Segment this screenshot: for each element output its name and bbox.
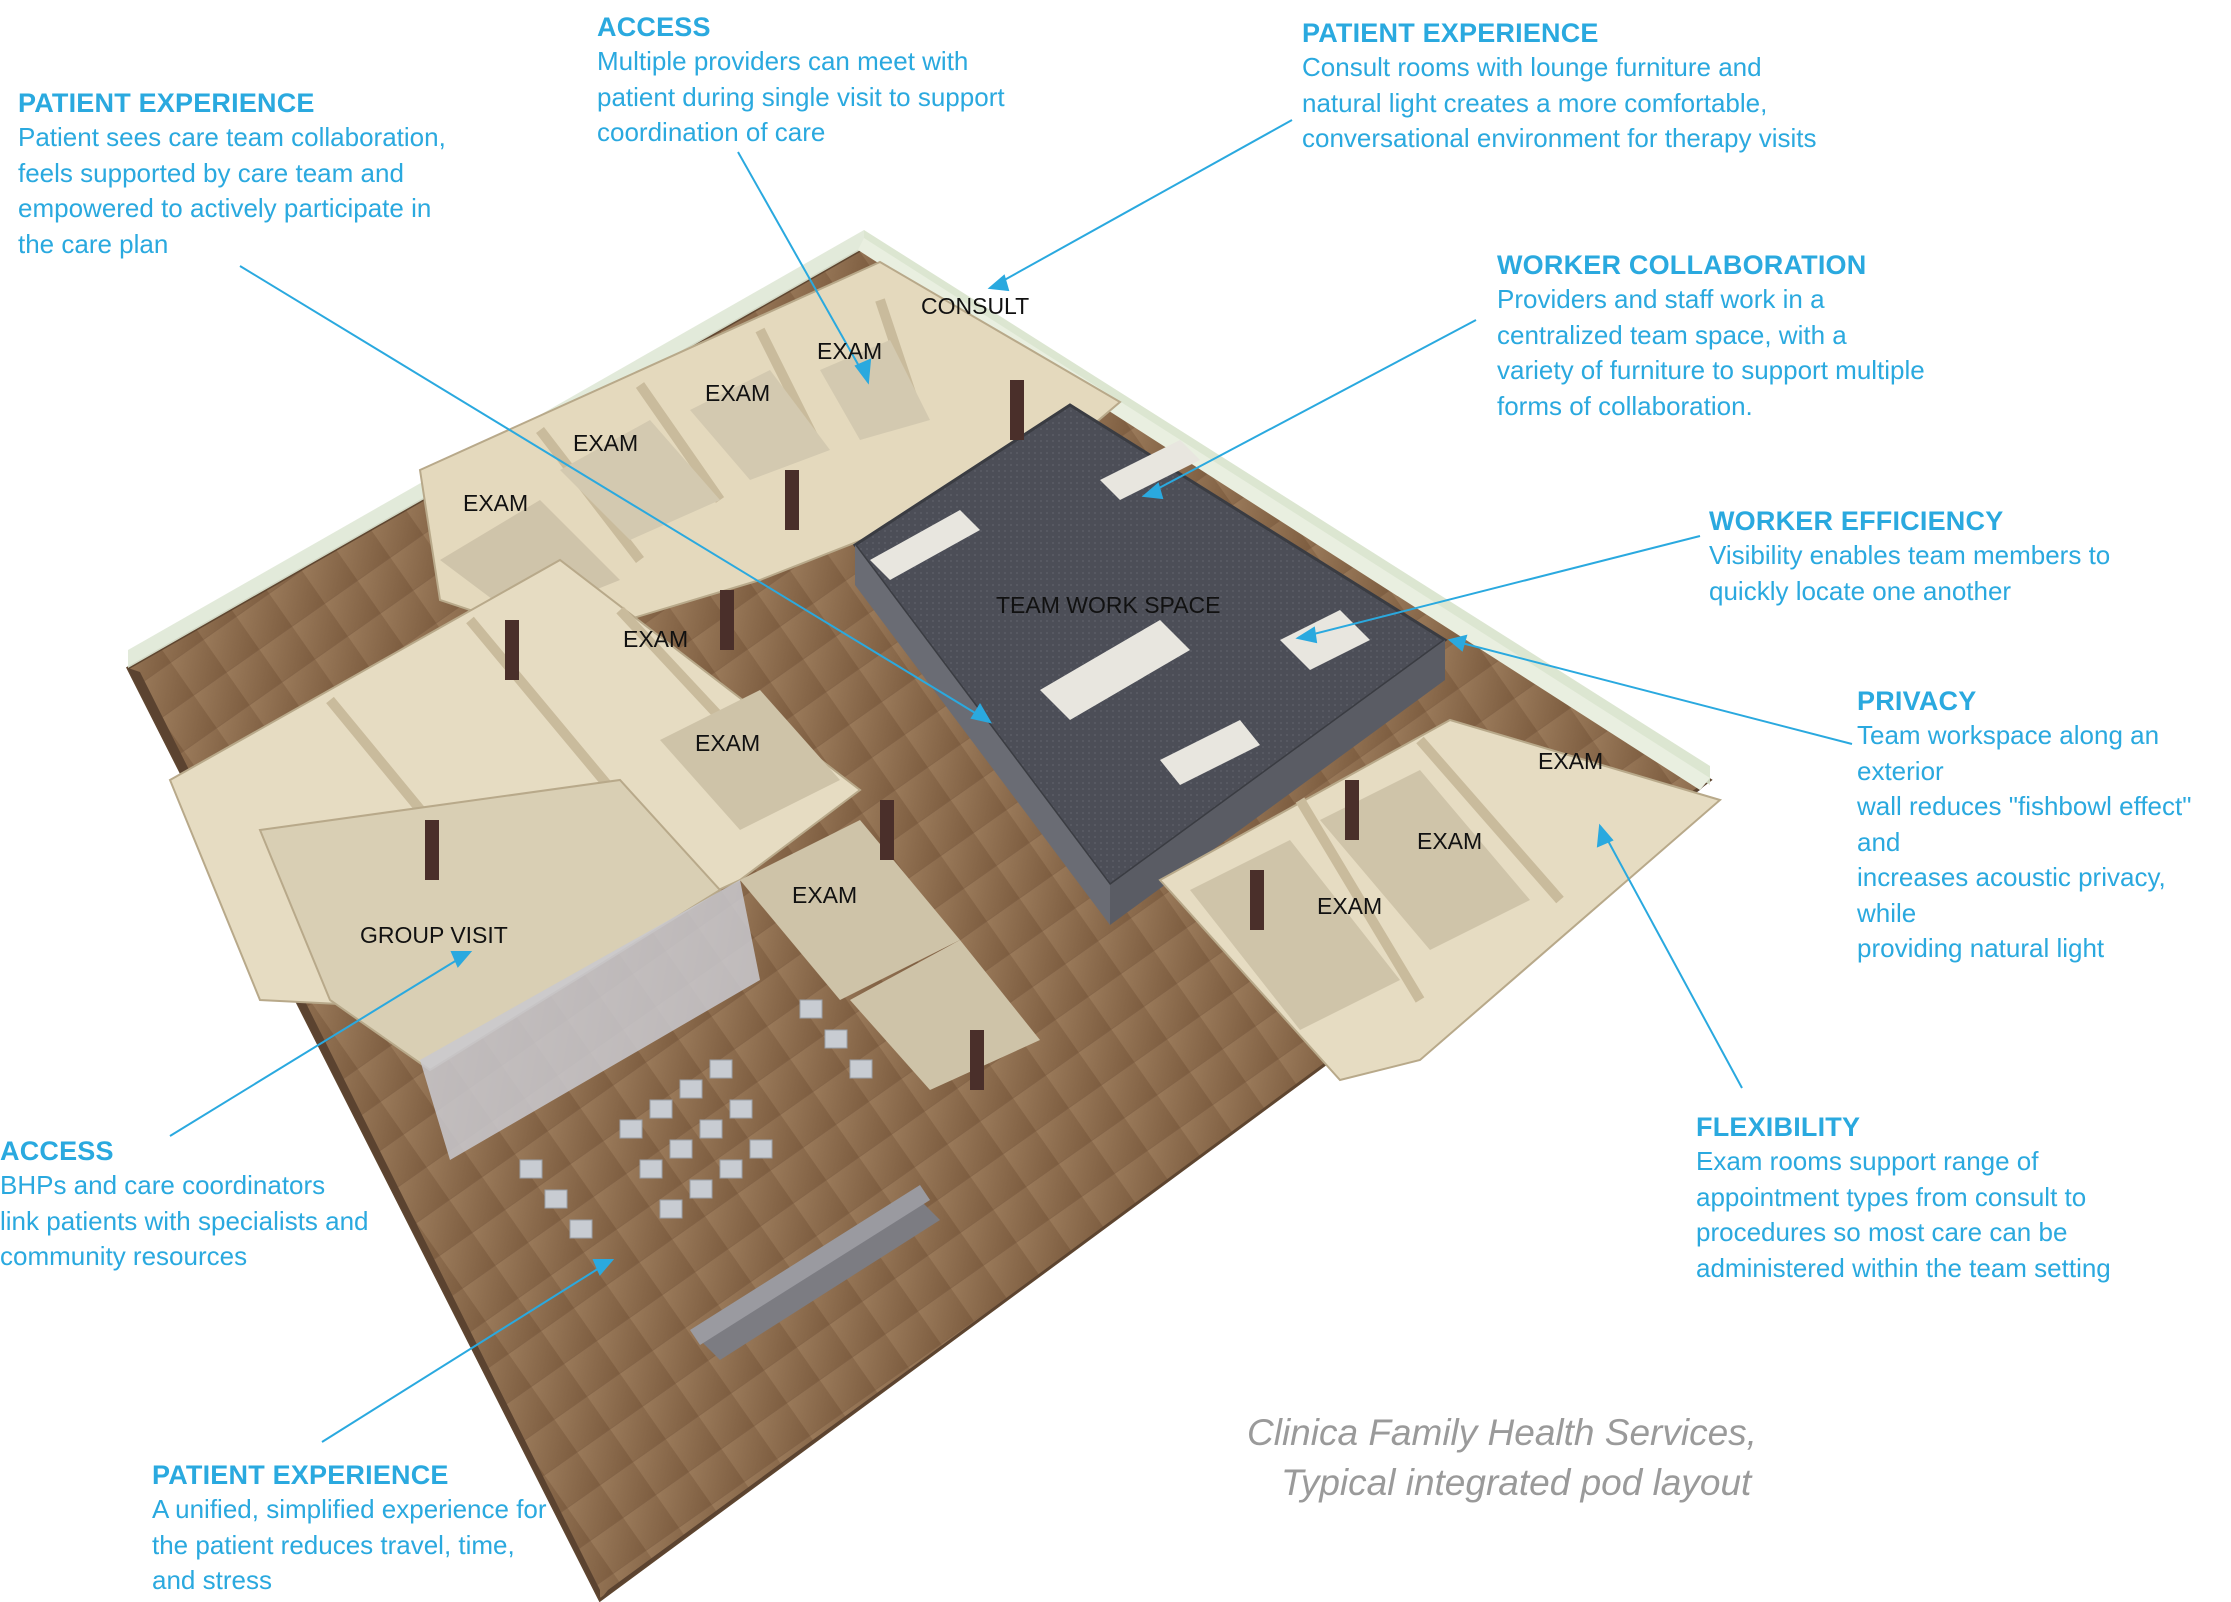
leader-c4-arrow xyxy=(1141,482,1164,500)
room-label-exam: EXAM xyxy=(705,380,771,406)
leader-c6 xyxy=(1449,639,1853,745)
callout-title: WORKER COLLABORATION xyxy=(1497,250,1867,280)
room-label-exam: EXAM xyxy=(1317,893,1383,919)
callout-title: ACCESS xyxy=(0,1136,114,1166)
callout-access-bhps: ACCESS BHPs and care coordinators link p… xyxy=(0,1134,369,1275)
callout-text: Patient sees care team collaboration, fe… xyxy=(18,122,446,259)
callout-worker-efficiency: WORKER EFFICIENCY Visibility enables tea… xyxy=(1709,504,2110,609)
leader-c4 xyxy=(1143,319,1477,497)
callout-worker-collaboration: WORKER COLLABORATION Providers and staff… xyxy=(1497,248,1925,424)
callout-title: ACCESS xyxy=(597,12,711,42)
room-floor xyxy=(1320,770,1530,950)
partition xyxy=(1416,736,1564,904)
leader-c7 xyxy=(1599,825,1743,1089)
leader-c9 xyxy=(321,1259,613,1443)
callout-flexibility: FLEXIBILITY Exam rooms support range of … xyxy=(1696,1110,2111,1286)
callout-title: PRIVACY xyxy=(1857,686,1977,716)
callout-privacy: PRIVACY Team workspace along an exterior… xyxy=(1857,684,2231,967)
room-floor xyxy=(660,690,840,830)
waiting-area-wall xyxy=(420,880,760,1160)
callout-text: Visibility enables team members to quick… xyxy=(1709,540,2111,606)
leader-c3 xyxy=(989,119,1293,289)
team-desk xyxy=(870,510,980,580)
leader-c6-arrow xyxy=(1447,634,1468,652)
callout-text: Multiple providers can meet with patient… xyxy=(597,46,1005,147)
room-label-exam: EXAM xyxy=(573,430,639,456)
leader-c8-arrow xyxy=(450,951,473,968)
team-wall-left xyxy=(855,545,1110,925)
caption-line-2: Typical integrated pod layout xyxy=(1281,1462,1752,1503)
partition xyxy=(466,616,624,804)
callout-title: FLEXIBILITY xyxy=(1696,1112,1861,1142)
room-label-consult: CONSULT xyxy=(921,293,1030,319)
room-floor xyxy=(820,340,930,440)
leader-c5-arrow xyxy=(1295,626,1318,644)
callout-text: Team workspace along an exterior wall re… xyxy=(1857,720,2192,963)
callout-leader-lines xyxy=(169,119,1853,1443)
callout-title: PATIENT EXPERIENCE xyxy=(18,88,315,118)
team-wall-front xyxy=(1110,640,1445,925)
reception-counter xyxy=(700,1200,940,1360)
callout-patient-experience-consult: PATIENT EXPERIENCE Consult rooms with lo… xyxy=(1302,16,1816,157)
waiting-chairs xyxy=(519,999,873,1239)
room-label-exam: EXAM xyxy=(1417,828,1483,854)
room-floor xyxy=(690,370,830,480)
leader-c3-arrow xyxy=(987,274,1010,292)
partition xyxy=(635,382,725,503)
room-label-exam: EXAM xyxy=(463,490,529,516)
callout-patient-experience-care-team: PATIENT EXPERIENCE Patient sees care tea… xyxy=(18,86,446,262)
room-floor xyxy=(850,940,1040,1090)
room-floor xyxy=(740,820,960,1000)
leader-c2 xyxy=(737,151,869,383)
room-label-exam: EXAM xyxy=(695,730,761,756)
caption-line-1: Clinica Family Health Services, xyxy=(1247,1412,1757,1453)
leader-c8 xyxy=(169,951,471,1137)
room-label-exam: EXAM xyxy=(1538,748,1604,774)
callout-text: BHPs and care coordinators link patients… xyxy=(0,1170,369,1271)
leader-c1-arrow xyxy=(970,703,993,724)
leader-c2-arrow xyxy=(854,358,872,385)
room-label-exam: EXAM xyxy=(817,338,883,364)
leader-c9-arrow xyxy=(592,1259,615,1276)
callout-title: PATIENT EXPERIENCE xyxy=(1302,18,1599,48)
reception-counter-top xyxy=(690,1185,930,1345)
partition xyxy=(1295,797,1425,1003)
room-label-team-work-space: TEAM WORK SPACE xyxy=(996,592,1221,618)
leader-c1 xyxy=(239,265,991,723)
room-floor xyxy=(1190,840,1400,1030)
team-desk xyxy=(1100,440,1200,500)
callout-title: PATIENT EXPERIENCE xyxy=(152,1460,449,1490)
room-label-exam: EXAM xyxy=(623,626,689,652)
callout-text: Providers and staff work in a centralize… xyxy=(1497,284,1925,421)
callout-text: A unified, simplified experience for the… xyxy=(152,1494,547,1595)
callout-text: Consult rooms with lounge furniture and … xyxy=(1302,52,1817,153)
leader-c7-arrow xyxy=(1596,823,1614,848)
leader-c5 xyxy=(1297,535,1701,639)
callout-access-multiple-providers: ACCESS Multiple providers can meet with … xyxy=(597,10,1005,151)
team-desk xyxy=(1040,620,1190,720)
callout-patient-experience-unified: PATIENT EXPERIENCE A unified, simplified… xyxy=(152,1458,547,1599)
doors xyxy=(425,380,1359,1090)
room-label-group-visit: GROUP VISIT xyxy=(360,922,508,948)
team-desk xyxy=(1160,720,1260,785)
callout-text: Exam rooms support range of appointment … xyxy=(1696,1146,2111,1283)
room-label-exam: EXAM xyxy=(792,882,858,908)
callout-title: WORKER EFFICIENCY xyxy=(1709,506,2004,536)
room-floor xyxy=(560,420,720,540)
